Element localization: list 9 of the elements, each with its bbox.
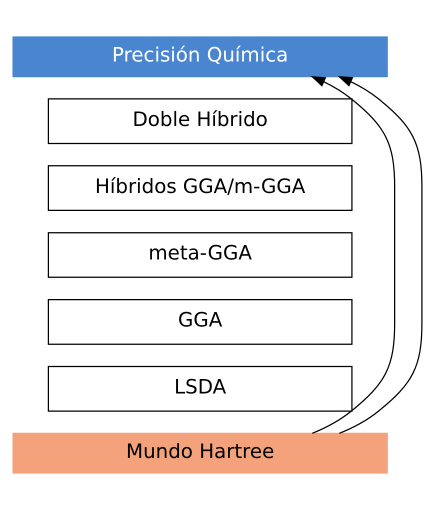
node-box: Mundo Hartree [12,432,388,474]
node-box: meta-GGA [48,232,353,278]
node-box: Doble Híbrido [48,98,353,144]
node-box: LSDA [48,365,353,412]
node-box: Precisión Química [12,36,388,77]
node-box: Híbridos GGA/m-GGA [48,164,353,211]
node-box: GGA [48,298,353,344]
arrow [310,75,396,434]
arrow [338,75,423,434]
